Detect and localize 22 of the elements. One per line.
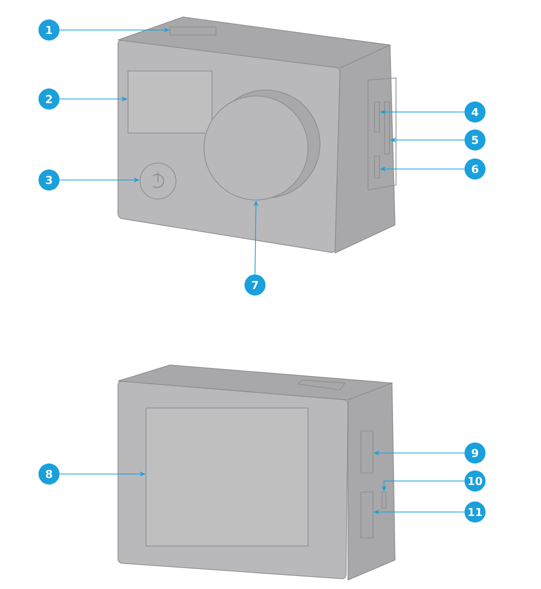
callout-number: 1 [38,20,60,40]
port [374,102,380,132]
side-door [360,492,374,538]
callout-number: 6 [464,158,486,180]
callout-number: 10 [464,470,486,492]
power-button [140,162,176,200]
front-screen [128,70,212,134]
callout-number: 7 [244,274,266,296]
card-slot [384,102,390,154]
shutter-button [170,26,216,36]
callout-number: 3 [38,170,60,190]
callout-number: 2 [38,88,60,110]
vent [382,492,386,508]
callout-number: 9 [464,442,486,464]
rear-screen [146,408,308,546]
lens [204,96,308,200]
side-door [360,430,374,474]
callout-number: 5 [464,130,486,150]
callout-number: 4 [464,102,486,122]
port [374,156,380,178]
callout-number: 11 [464,502,486,522]
callout-number: 8 [38,464,60,484]
